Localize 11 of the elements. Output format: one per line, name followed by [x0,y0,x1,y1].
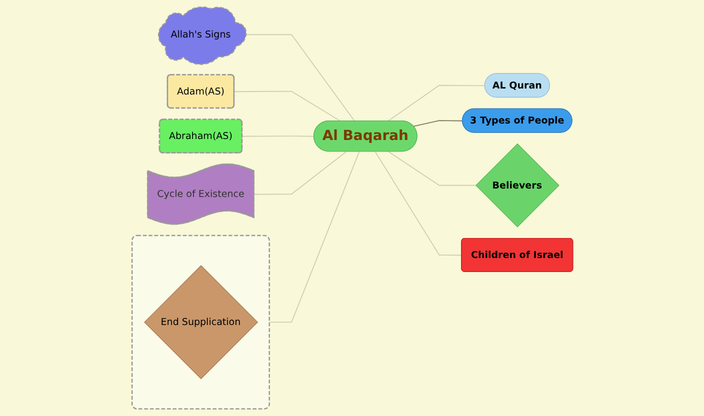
connector [233,90,341,122]
node-diamond: End Supplication [144,265,258,380]
connector [268,150,360,323]
node-diamond: Believers [475,143,559,228]
connector [253,151,346,195]
connector [386,84,485,122]
cluster [130,234,270,410]
connector [388,151,476,186]
connector [374,151,462,256]
connector [241,136,314,137]
connector [412,120,463,127]
